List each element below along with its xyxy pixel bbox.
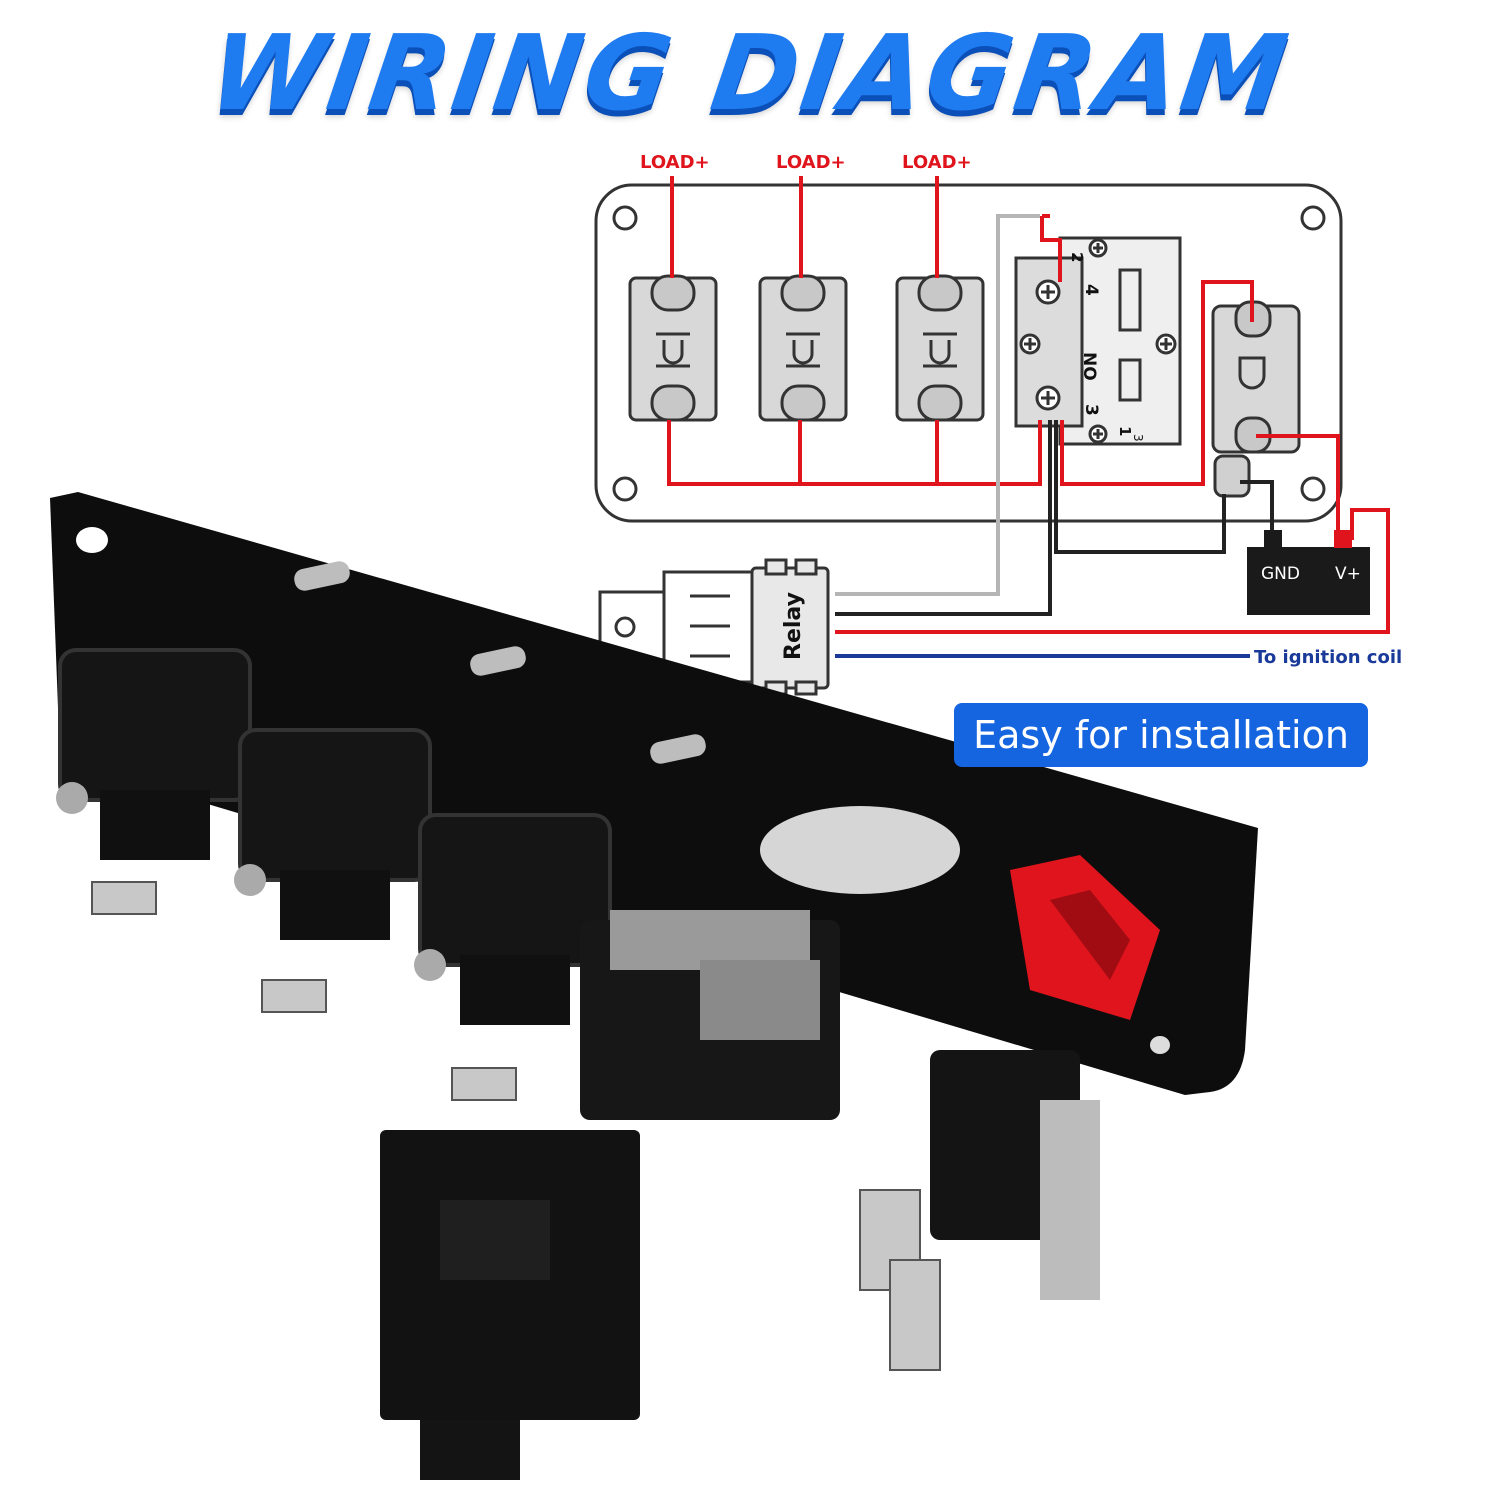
terminal-label: 1 bbox=[1116, 426, 1134, 436]
toggle-switch-3 bbox=[895, 274, 985, 422]
gnd-label: GND bbox=[1261, 564, 1300, 584]
mount-hole bbox=[612, 205, 638, 231]
terminal-label: 4 bbox=[1081, 284, 1101, 296]
load-label-1: LOAD+ bbox=[640, 152, 710, 173]
gray-wire bbox=[835, 214, 1040, 596]
toggle-switch-2 bbox=[758, 274, 848, 422]
relay bbox=[598, 558, 830, 696]
red-wires bbox=[667, 176, 1390, 634]
mount-hole bbox=[1300, 476, 1326, 502]
terminal-label: 3 bbox=[1131, 434, 1145, 442]
toggle-switch-1 bbox=[628, 274, 718, 422]
load-label-3: LOAD+ bbox=[902, 152, 972, 173]
ignition-switch bbox=[1014, 236, 1182, 446]
terminal-label: NO bbox=[1079, 352, 1099, 381]
vplus-post bbox=[1334, 530, 1352, 548]
load-label-2: LOAD+ bbox=[776, 152, 846, 173]
relay-label: Relay bbox=[781, 592, 806, 660]
installation-badge: Easy for installation bbox=[954, 703, 1368, 767]
mount-hole bbox=[612, 476, 638, 502]
black-wires bbox=[835, 420, 1274, 616]
terminal-label: 3 bbox=[1081, 404, 1101, 416]
terminal-label: 2 bbox=[1068, 252, 1086, 262]
mount-hole bbox=[1300, 205, 1326, 231]
vplus-label: V+ bbox=[1335, 564, 1361, 584]
power-block bbox=[1247, 547, 1370, 615]
ignition-coil-label: To ignition coil bbox=[1254, 647, 1402, 668]
gnd-post bbox=[1264, 530, 1282, 548]
switch-panel-photo bbox=[50, 492, 1258, 1480]
